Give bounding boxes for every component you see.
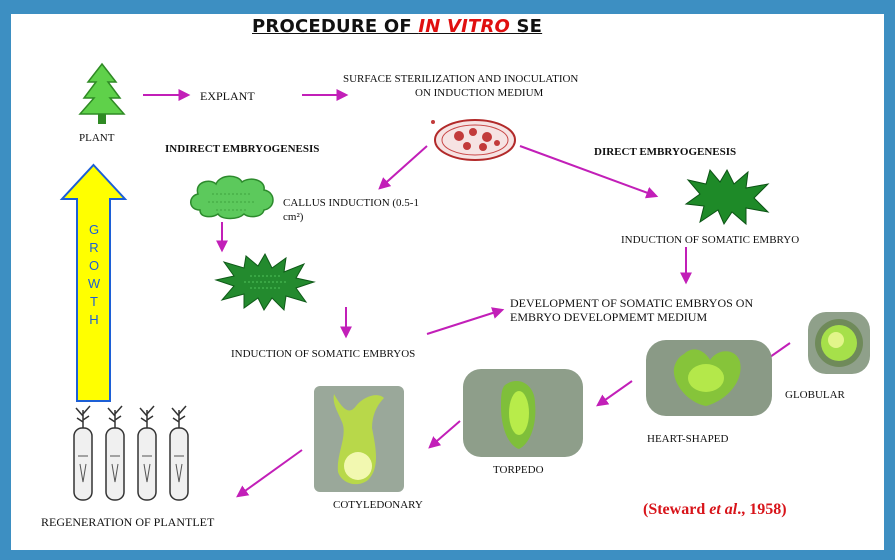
globular-label: GLOBULAR	[785, 389, 845, 402]
callus-cloud-icon	[186, 172, 278, 222]
arrow-heart-torpedo	[598, 381, 632, 405]
growth-letter: H	[87, 312, 101, 328]
citation-prefix: (Steward	[643, 501, 709, 518]
plant-label: PLANT	[79, 132, 114, 145]
regeneration-label: REGENERATION OF PLANTLET	[41, 516, 214, 529]
plant-tree-icon	[78, 62, 126, 128]
induction-somatic-embryos-label: INDUCTION OF SOMATIC EMBRYOS	[231, 348, 415, 361]
surface-sterilization-label-line2: ON INDUCTION MEDIUM	[415, 87, 543, 100]
heart-shaped-label: HEART-SHAPED	[647, 433, 728, 446]
growth-letter: T	[87, 294, 101, 310]
growth-letter: W	[87, 276, 101, 292]
surface-sterilization-label-line1: SURFACE STERILIZATION AND INOCULATION	[343, 73, 578, 86]
growth-letter: R	[87, 240, 101, 256]
callus-induction-label-line2: cm²)	[283, 211, 303, 224]
globular-embryo-image	[806, 310, 872, 376]
citation-suffix: ., 1958)	[737, 501, 786, 518]
development-label-line1: DEVELOPMENT OF SOMATIC EMBRYOS ON	[510, 297, 753, 310]
arrow-petri-callus	[380, 146, 427, 188]
arrow-torpedo-cotyledonary	[430, 421, 460, 447]
direct-embryo-burst-icon	[684, 168, 770, 226]
arrow-induction-development	[427, 310, 502, 334]
growth-letter: G	[87, 222, 101, 238]
arrow-cotyledonary-regeneration	[238, 450, 302, 496]
explant-label: EXPLANT	[200, 90, 255, 103]
indirect-embryogenesis-label: INDIRECT EMBRYOGENESIS	[165, 143, 319, 156]
cotyledonary-embryo-image	[312, 384, 406, 494]
callus-induction-label-line1: CALLUS INDUCTION (0.5-1	[283, 197, 419, 210]
growth-letter: O	[87, 258, 101, 274]
torpedo-embryo-image	[461, 367, 585, 459]
citation-italic: et al	[709, 501, 737, 518]
direct-embryogenesis-label: DIRECT EMBRYOGENESIS	[594, 146, 736, 159]
cotyledonary-label: COTYLEDONARY	[333, 499, 423, 512]
indirect-embryo-burst-icon	[214, 252, 316, 312]
citation: (Steward et al., 1958)	[643, 501, 787, 519]
petri-dish-icon	[427, 110, 523, 170]
induction-somatic-embryo-label: INDUCTION OF SOMATIC EMBRYO	[621, 234, 799, 247]
torpedo-label: TORPEDO	[493, 464, 544, 477]
plantlet-test-tubes-image	[68, 398, 194, 504]
development-label-line2: EMBRYO DEVELOPMEMT MEDIUM	[510, 311, 707, 324]
heart-shaped-embryo-image	[644, 334, 776, 420]
